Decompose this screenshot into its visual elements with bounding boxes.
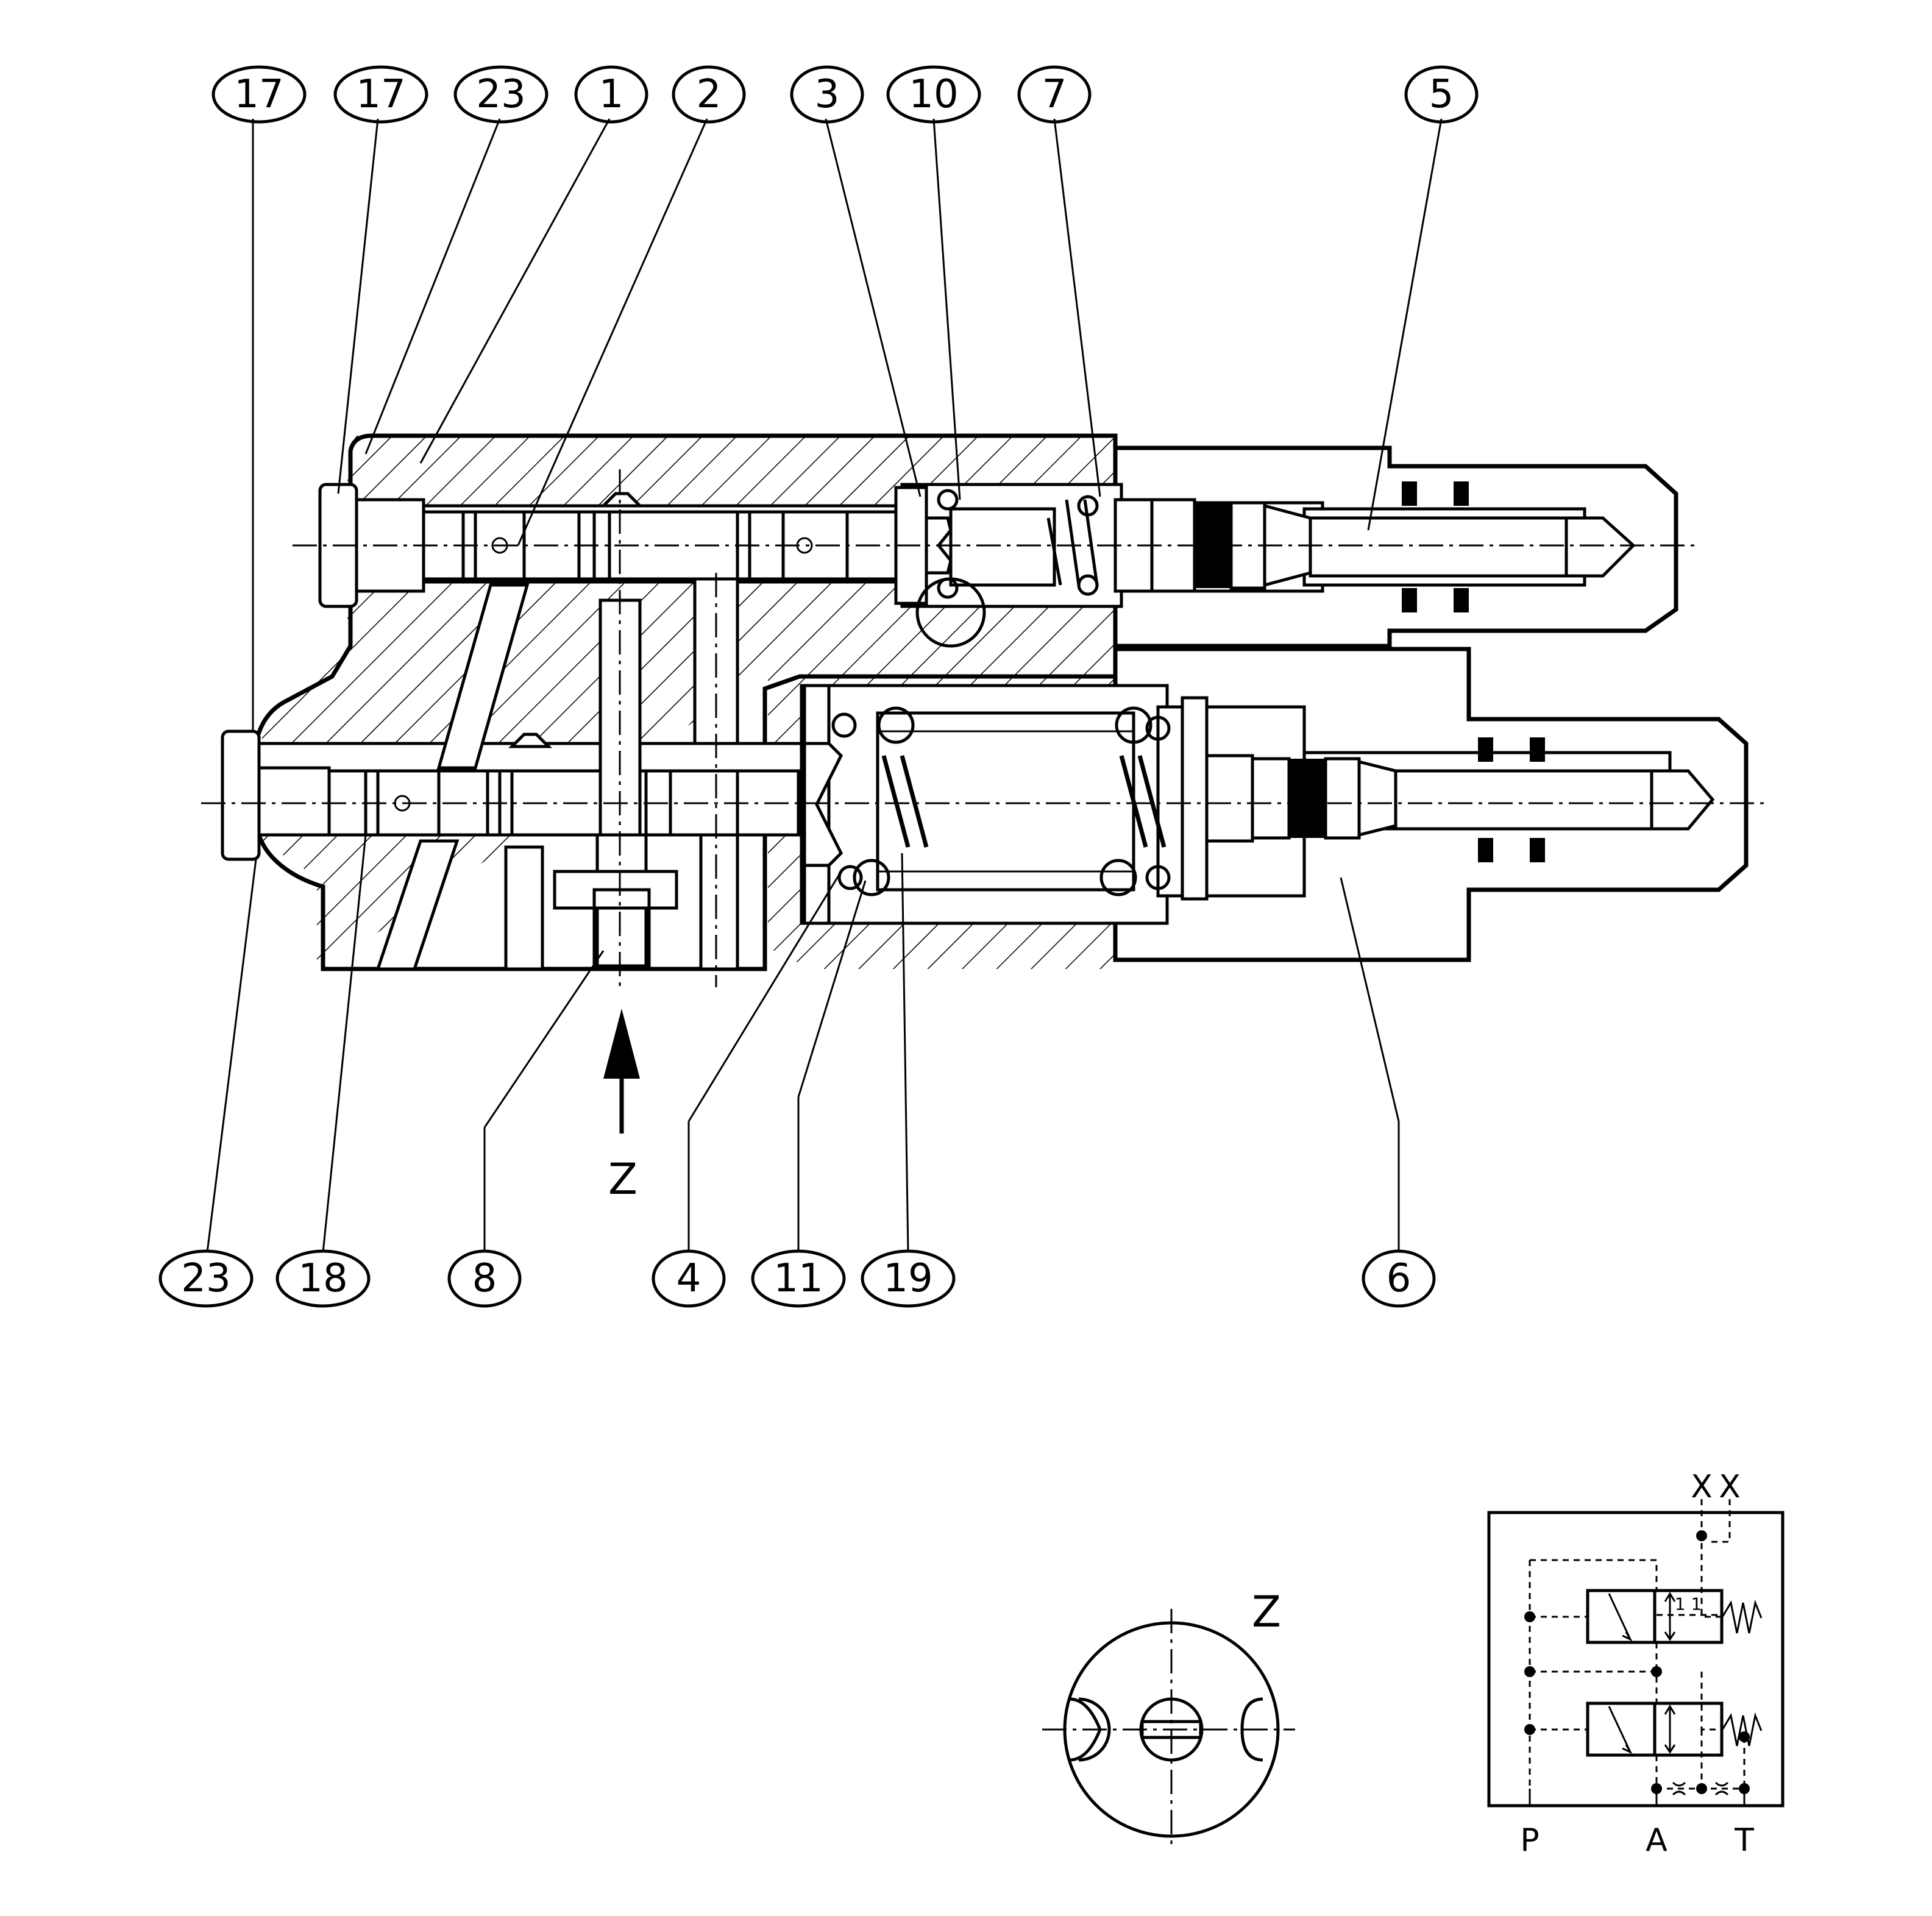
- svg-text:10: 10: [909, 72, 958, 117]
- svg-text:19: 19: [883, 1256, 932, 1301]
- svg-text:7: 7: [1042, 72, 1067, 117]
- callout-1: 1: [574, 65, 648, 124]
- svg-text:Z: Z: [1252, 1587, 1281, 1637]
- view-arrow-z: Z: [603, 1009, 640, 1204]
- callout-4: 4: [652, 1249, 726, 1308]
- svg-text:18: 18: [298, 1256, 347, 1301]
- port-t: T: [1734, 1822, 1754, 1859]
- callout-17b: 17: [333, 65, 428, 124]
- cap-upper: [1113, 445, 1678, 648]
- svg-text:23: 23: [476, 72, 525, 117]
- callout-23-bottom: 23: [158, 1249, 254, 1308]
- svg-text:11: 11: [773, 1256, 823, 1301]
- leader-lines: [206, 118, 1443, 1253]
- plug-lower: [221, 729, 261, 861]
- callout-7: 7: [1017, 65, 1092, 124]
- svg-text:2: 2: [697, 72, 722, 117]
- callout-6: 6: [1362, 1249, 1436, 1308]
- svg-text:17: 17: [234, 72, 283, 117]
- cap-lower: [1113, 647, 1749, 962]
- section-view: [201, 433, 1767, 987]
- port-p: P: [1520, 1822, 1539, 1859]
- callout-19: 19: [861, 1249, 956, 1308]
- callout-10: 10: [886, 65, 981, 124]
- callout-17a: 17: [211, 65, 307, 124]
- plug-8: [592, 888, 651, 968]
- svg-text:3: 3: [815, 72, 840, 117]
- svg-text:1 1: 1 1: [1675, 1594, 1702, 1614]
- svg-text:5: 5: [1429, 72, 1454, 117]
- svg-text:23: 23: [181, 1256, 230, 1301]
- callout-23: 23: [453, 65, 549, 124]
- svg-text:17: 17: [356, 72, 405, 117]
- svg-text:1: 1: [599, 72, 624, 117]
- svg-text:4: 4: [677, 1256, 701, 1301]
- svg-text:6: 6: [1387, 1256, 1412, 1301]
- callout-11: 11: [751, 1249, 846, 1308]
- detail-view-z: Z: [1042, 1587, 1295, 1847]
- callout-18: 18: [275, 1249, 371, 1308]
- svg-text:Z: Z: [608, 1154, 637, 1204]
- port-a: A: [1646, 1822, 1667, 1859]
- hydraulic-schematic: X X P A T 1 1: [1487, 1469, 1785, 1859]
- callout-2: 2: [672, 65, 746, 124]
- callout-8: 8: [447, 1249, 522, 1308]
- callout-5: 5: [1404, 65, 1479, 124]
- callout-3: 3: [790, 65, 864, 124]
- svg-text:8: 8: [472, 1256, 497, 1301]
